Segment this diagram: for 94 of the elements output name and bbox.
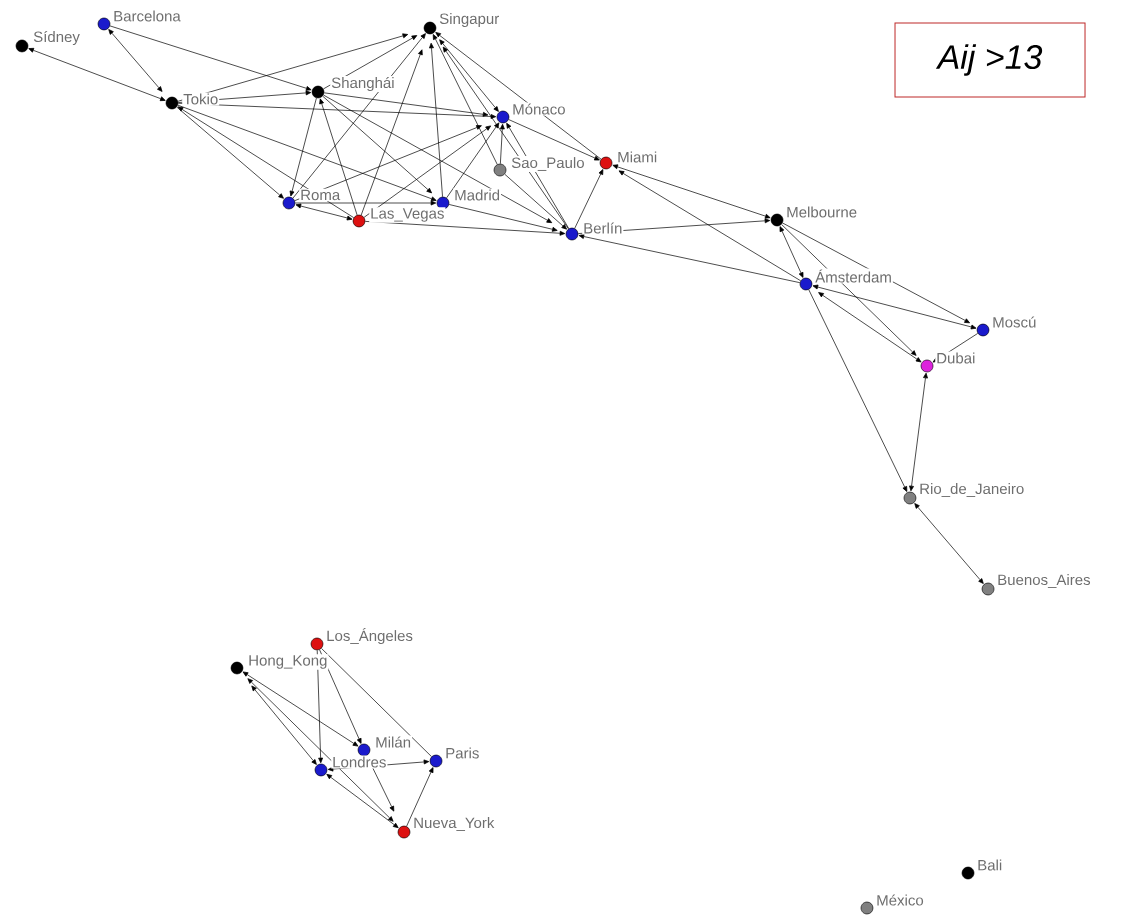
network-node	[429, 754, 443, 768]
node-label: Las_Vegas	[369, 207, 446, 223]
network-node	[599, 156, 613, 170]
arrow	[326, 773, 399, 829]
network-node	[799, 277, 813, 291]
arrow	[618, 170, 801, 282]
node-label: México	[875, 893, 925, 907]
node-label: Madrid	[453, 188, 502, 202]
network-node	[397, 825, 411, 839]
arrow	[448, 204, 558, 232]
network-node	[357, 743, 371, 757]
network-node	[282, 196, 296, 210]
arrow	[323, 94, 553, 224]
arrow	[812, 284, 977, 330]
network-node	[311, 85, 325, 99]
network-node	[423, 21, 437, 35]
arrow	[781, 224, 917, 356]
network-node	[230, 661, 244, 675]
arrow	[432, 34, 498, 165]
node-label: Hong_Kong	[247, 654, 329, 670]
network-node	[961, 866, 975, 880]
arrow	[363, 125, 492, 218]
arrow	[499, 123, 505, 165]
arrow	[435, 32, 602, 160]
threshold-box: Aij >13	[894, 22, 1086, 98]
arrow	[360, 49, 423, 216]
arrow	[578, 234, 801, 284]
arrow	[177, 102, 497, 119]
network-node	[565, 227, 579, 241]
arrow	[251, 685, 317, 765]
arrow	[177, 104, 437, 202]
node-label: Ámsterdam	[814, 268, 893, 284]
node-label: Tokio	[182, 92, 220, 106]
arrow	[176, 106, 284, 199]
arrow	[322, 95, 432, 194]
node-label: Rio_de_Janeiro	[918, 482, 1026, 498]
network-node	[770, 213, 784, 227]
arrow	[406, 767, 434, 827]
node-label: Londres	[331, 755, 388, 769]
node-label: Milán	[374, 735, 413, 749]
node-label: Melbourne	[785, 205, 859, 219]
arrow	[429, 42, 443, 198]
node-label: Mónaco	[511, 102, 567, 116]
arrow	[818, 292, 922, 363]
network-node	[493, 163, 507, 177]
network-node	[976, 323, 990, 337]
network-node	[352, 214, 366, 228]
arrow	[612, 164, 771, 219]
network-node	[860, 901, 874, 915]
arrow	[909, 372, 928, 492]
node-label: Barcelona	[112, 9, 182, 23]
node-label: Sao_Paulo	[510, 156, 586, 172]
node-label: Berlín	[582, 221, 624, 235]
arrow	[295, 203, 353, 221]
network-node	[496, 110, 510, 124]
network-node	[97, 17, 111, 31]
arrow	[292, 33, 426, 199]
arrow	[28, 47, 166, 102]
arrow	[508, 119, 600, 161]
network-node	[436, 196, 450, 210]
arrow	[779, 226, 804, 278]
network-node	[981, 582, 995, 596]
arrow	[294, 125, 482, 201]
node-label: Moscú	[991, 315, 1038, 329]
network-node	[920, 359, 934, 373]
arrow	[808, 289, 908, 492]
arrow	[446, 122, 500, 199]
network-node	[165, 96, 179, 110]
arrow	[294, 200, 437, 206]
arrow	[323, 92, 489, 117]
arrow	[177, 33, 409, 102]
arrow	[364, 221, 566, 236]
arrow	[247, 678, 394, 822]
arrow	[177, 106, 355, 218]
arrow	[439, 39, 499, 112]
arrow	[442, 46, 569, 230]
arrow	[289, 97, 317, 197]
arrow	[109, 25, 312, 91]
network-node	[903, 491, 917, 505]
node-label: Nueva_York	[412, 816, 496, 832]
node-label: Miami	[616, 150, 659, 164]
node-label: Buenos_Aires	[996, 573, 1092, 589]
arrow	[574, 169, 604, 229]
arrow	[319, 98, 358, 216]
arrow	[242, 671, 359, 747]
network-node	[310, 637, 324, 651]
node-label: Dubai	[935, 351, 977, 365]
arrow	[506, 122, 570, 229]
arrow	[914, 503, 984, 584]
network-node	[314, 763, 328, 777]
arrow	[504, 173, 567, 230]
network-node	[15, 39, 29, 53]
node-label: Singapur	[438, 12, 501, 28]
arrow	[108, 29, 163, 92]
